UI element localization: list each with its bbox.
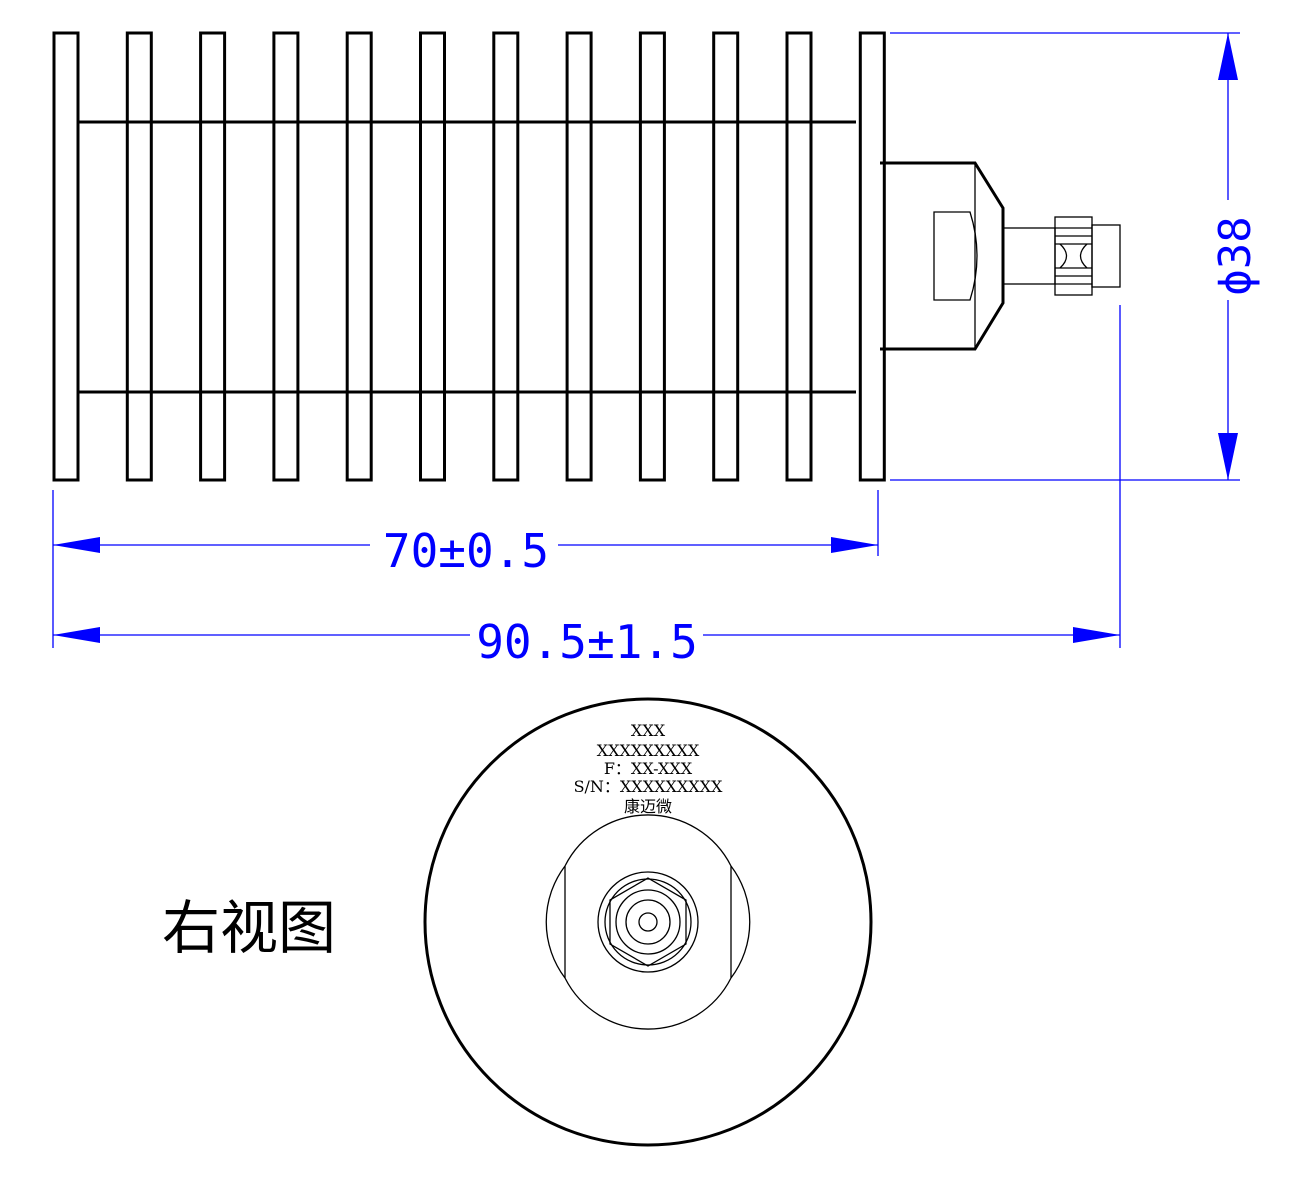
nameplate-line-5: 康迈微: [624, 797, 672, 816]
nameplate: XXX XXXXXXXXX F：XX-XXX S/N：XXXXXXXXX 康迈微: [574, 721, 723, 816]
nameplate-line-4: S/N：XXXXXXXXX: [574, 777, 723, 796]
heatsink-fin: [858, 31, 886, 482]
heatsink-fin: [565, 31, 593, 482]
diameter-label: ϕ38: [1210, 216, 1261, 295]
arrow-up: [1218, 33, 1238, 80]
heatsink-fin: [52, 31, 80, 482]
dimension-total-length: 90.5±1.5: [53, 305, 1121, 669]
heatsink-fin: [785, 31, 813, 482]
heatsink-fin: [712, 31, 740, 482]
outer-housing: [423, 697, 873, 1147]
heatsink-fin: [199, 31, 227, 482]
connector-body: [880, 161, 1121, 351]
right-view: 右视图 XXX XXXXXXXXX F：XX-XXX S/N：XXXXXXXXX…: [162, 697, 873, 1147]
arrow-right: [1073, 627, 1120, 643]
side-view: ϕ38 70±0.5 90.5±1.5: [52, 31, 1261, 669]
body-length-label: 70±0.5: [383, 524, 549, 578]
hex-nut: [609, 877, 687, 967]
heatsink-fin: [125, 31, 153, 482]
heatsink-fin: [272, 31, 300, 482]
connector-face: [545, 814, 751, 1030]
view-title: 右视图: [162, 894, 336, 962]
arrow-left: [53, 627, 100, 643]
nameplate-line-2: XXXXXXXXX: [597, 741, 700, 760]
arrow-right: [831, 537, 878, 553]
heatsink-fin: [638, 31, 666, 482]
heatsink-core: [78, 120, 856, 394]
dimension-diameter: ϕ38: [890, 32, 1261, 481]
heatsink-fin: [492, 31, 520, 482]
arrow-down: [1218, 433, 1238, 480]
nameplate-line-1: XXX: [631, 721, 666, 740]
total-length-label: 90.5±1.5: [476, 615, 698, 669]
heatsink-fin: [345, 31, 373, 482]
dimension-body-length: 70±0.5: [52, 490, 879, 648]
arrow-left: [53, 537, 100, 553]
nameplate-line-3: F：XX-XXX: [604, 759, 693, 778]
heatsink-fins: [52, 31, 886, 482]
heatsink-fin: [419, 31, 446, 482]
